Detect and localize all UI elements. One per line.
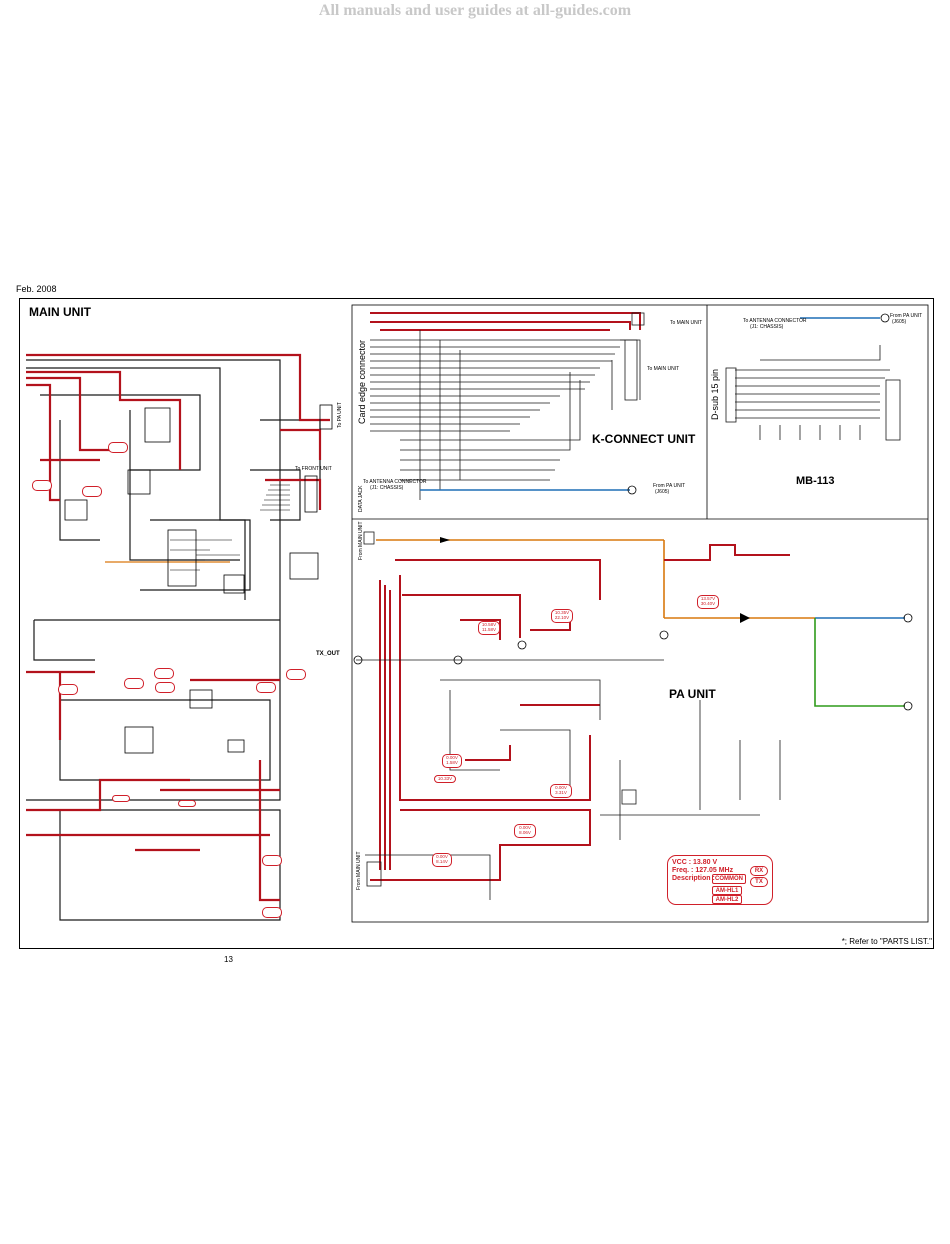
to-main-unit-label-1: To MAIN UNIT <box>670 320 703 326</box>
j605-label-1: (J605) <box>655 489 670 495</box>
legend-common: COMMON <box>712 874 746 884</box>
from-pa-unit-label-1: From PA UNIT <box>653 483 686 489</box>
chassis-label-1: (J1: CHASSIS) <box>370 485 404 491</box>
watermark: All manuals and user guides at all-guide… <box>318 2 632 19</box>
voltage-bubble <box>112 795 130 802</box>
voltage-bubble <box>262 907 282 918</box>
voltage-bubble <box>124 678 144 689</box>
voltage-bubble <box>256 682 276 693</box>
from-main-unit-label: From MAIN UNIT <box>358 521 364 560</box>
pa-voltage-3: 10.58V 11.58V <box>478 621 500 635</box>
pa-voltage-2: 10.35V 22.10V <box>551 609 573 623</box>
voltage-bubble <box>108 442 128 453</box>
legend-description: Description : <box>672 875 715 882</box>
schematic-frame <box>19 298 934 949</box>
pa-voltage-8: 0.00V 8.14V <box>432 853 452 867</box>
from-pa-unit-label-2: From PA UNIT <box>890 313 923 319</box>
voltage-bubble <box>178 800 196 807</box>
voltage-bubble <box>32 480 52 491</box>
from-main-unit-label-2: From MAIN UNIT <box>356 851 362 890</box>
tx-out-label: TX_OUT <box>316 651 340 657</box>
pa-voltage-6: 0.00V 3.31V <box>550 784 572 798</box>
panel-borders <box>351 304 929 923</box>
to-antenna-label-1: To ANTENNA CONNECTOR <box>363 479 427 485</box>
dsub-label: D-sub 15 pin <box>710 368 720 420</box>
date-label: Feb. 2008 <box>16 284 57 294</box>
pa-unit-wiring <box>353 313 913 900</box>
legend-vcc: VCC : 13.80 V <box>672 859 718 866</box>
pa-voltage-5: 10.33V <box>434 775 456 783</box>
voltage-bubble <box>82 486 102 497</box>
pa-unit-title: PA UNIT <box>669 687 716 701</box>
voltage-bubble <box>154 668 174 679</box>
main-unit-title: MAIN UNIT <box>29 305 91 319</box>
voltage-bubble <box>155 682 175 693</box>
voltage-bubble <box>58 684 78 695</box>
legend-tx: TX <box>750 877 768 887</box>
page-number: 13 <box>224 955 233 964</box>
j605-label-2: (J605) <box>892 319 907 325</box>
legend-am-hl2: AM-HL2 <box>712 895 742 904</box>
legend-rx: RX <box>750 866 768 876</box>
to-antenna-label-2: To ANTENNA CONNECTOR <box>743 318 807 324</box>
legend-freq: Freq. : 127.05 MHz <box>672 867 734 874</box>
card-edge-label: Card edge connector <box>357 339 367 424</box>
to-main-unit-label-2: To MAIN UNIT <box>647 366 680 372</box>
to-pa-unit-label: To PA UNIT <box>337 402 343 428</box>
kconnect-unit-title: K-CONNECT UNIT <box>592 432 696 446</box>
pa-voltage-1: 13.57V 30.40V <box>697 595 719 609</box>
voltage-bubble <box>286 669 306 680</box>
mb113-wiring <box>725 317 901 441</box>
to-front-unit-label: To FRONT UNIT <box>295 466 332 472</box>
kconnect-wiring <box>370 312 645 500</box>
pa-voltage-7: 0.00V 8.06V <box>514 824 536 838</box>
parts-list-footnote: *; Refer to "PARTS LIST." <box>841 937 932 946</box>
mb113-title: MB-113 <box>796 475 835 487</box>
voltage-bubble <box>262 855 282 866</box>
legend-am-hl1: AM-HL1 <box>712 886 742 895</box>
data-jack-label: DATA JACK <box>358 485 364 513</box>
main-unit-wiring <box>26 353 333 921</box>
pa-voltage-4: 0.00V 1.58V <box>442 754 462 768</box>
chassis-label-2: (J1: CHASSIS) <box>750 324 784 330</box>
voltage-legend: VCC : 13.80 V Freq. : 127.05 MHz Descrip… <box>667 855 773 905</box>
